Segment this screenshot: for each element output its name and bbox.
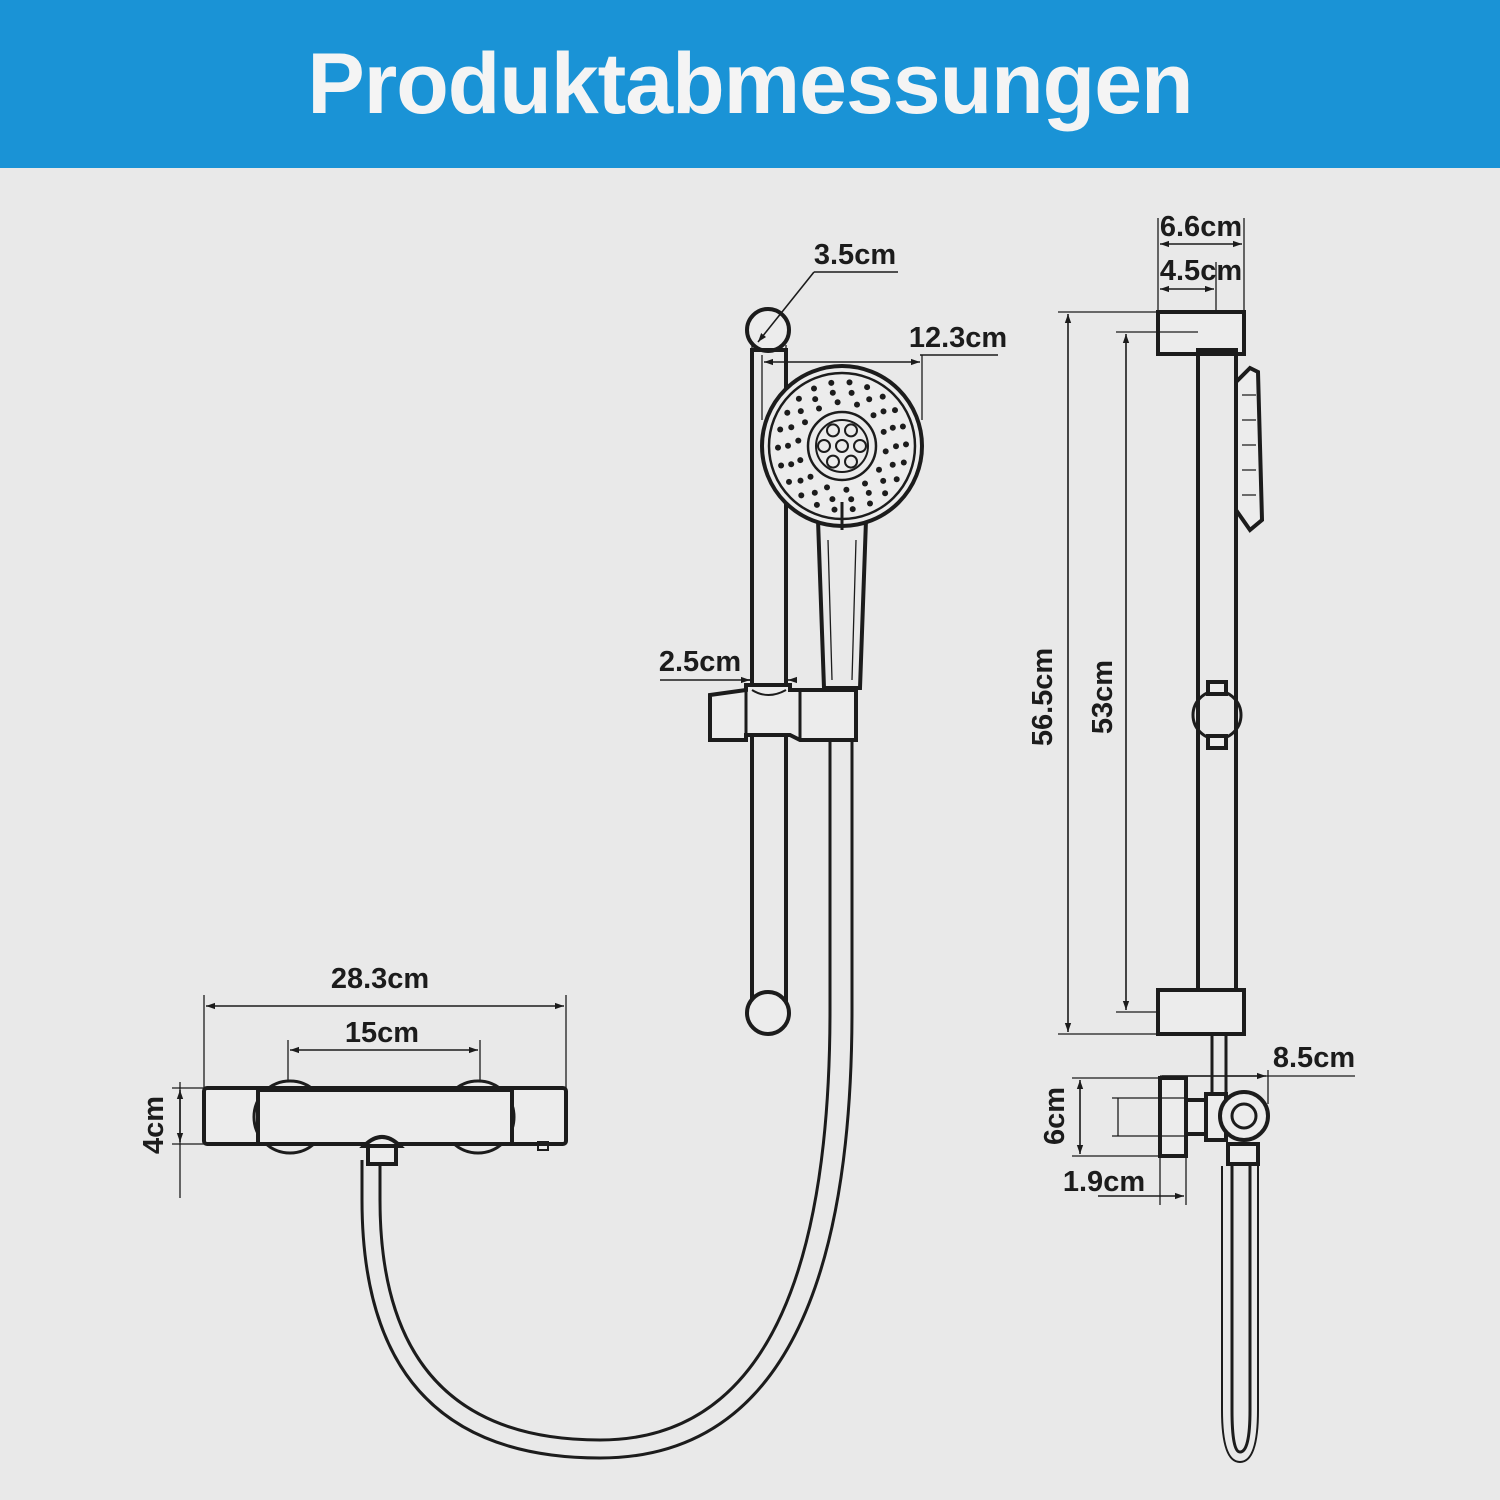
- nozzle-dot: [828, 379, 835, 386]
- page-title: Produktabmessungen: [307, 35, 1193, 132]
- nozzle-dot: [879, 393, 886, 400]
- shower-head: [760, 364, 924, 690]
- nozzle-dot: [795, 437, 802, 444]
- nozzle-dot: [775, 444, 781, 451]
- nozzle-dot: [811, 385, 817, 392]
- nozzle-dot: [807, 473, 814, 480]
- nozzle-dot: [892, 407, 898, 414]
- nozzle-dot: [862, 480, 868, 487]
- nozzle-dot: [882, 490, 889, 497]
- nozzle-dot: [849, 506, 856, 513]
- nozzle-dot: [811, 489, 818, 496]
- nozzle-dot: [889, 461, 896, 468]
- nozzle-dot: [848, 496, 855, 503]
- nozzle-dot: [788, 461, 795, 468]
- nozzle-dot: [903, 441, 909, 448]
- nozzle-dot: [802, 419, 808, 426]
- nozzle-dot: [843, 486, 850, 493]
- dim-elbow-depth: 8.5cm: [1273, 1042, 1355, 1074]
- shower-inner-nozzles: [817, 423, 867, 469]
- nozzle-dot: [831, 506, 838, 513]
- nozzle-dot: [882, 448, 889, 455]
- nozzle-dot: [778, 462, 785, 469]
- nozzle-dot: [848, 389, 855, 396]
- nozzle-dot: [816, 405, 822, 412]
- nozzle-dot: [812, 396, 819, 403]
- dim-thermostat-height: 4cm: [138, 1096, 170, 1154]
- nozzle-dot: [854, 401, 860, 408]
- inner-nozzle: [844, 454, 858, 469]
- nozzle-dot: [798, 492, 805, 499]
- nozzle-dot: [900, 459, 907, 466]
- nozzle-dot: [864, 384, 871, 391]
- nozzle-dot: [788, 424, 795, 431]
- nozzle-dot: [870, 412, 877, 419]
- nozzle-dot: [893, 443, 899, 450]
- dim-elbow-thread: 1.9cm: [1063, 1166, 1145, 1198]
- nozzle-dot: [797, 408, 804, 415]
- nozzle-dot: [867, 500, 873, 507]
- inner-nozzle: [826, 423, 840, 438]
- dim-rail-length: 53cm: [1087, 660, 1119, 734]
- nozzle-dot: [880, 477, 887, 484]
- nozzle-dot: [777, 426, 784, 433]
- nozzle-dot: [834, 399, 841, 406]
- nozzle-dot: [880, 408, 887, 415]
- nozzle-dot: [784, 409, 791, 416]
- title-banner: Produktabmessungen: [0, 0, 1500, 168]
- dim-bracket-outer: 6.6cm: [1160, 211, 1242, 243]
- nozzle-dot: [876, 466, 882, 473]
- dim-thermostat-length: 28.3cm: [331, 963, 429, 995]
- inner-nozzle: [844, 423, 858, 438]
- nozzle-dot: [797, 457, 804, 464]
- nozzle-dot: [889, 424, 896, 431]
- nozzle-dot: [795, 395, 802, 402]
- nozzle-dot: [797, 477, 804, 484]
- nozzle-dot: [829, 496, 836, 503]
- nozzle-dot: [786, 478, 792, 485]
- nozzle-dot: [866, 396, 873, 403]
- nozzle-dot: [899, 423, 906, 430]
- nozzle-dot: [824, 484, 830, 491]
- dim-total-height: 56.5cm: [1027, 648, 1059, 746]
- nozzle-dot: [846, 379, 853, 386]
- dim-rail-diameter: 3.5cm: [814, 239, 896, 271]
- inner-nozzle: [826, 454, 840, 469]
- nozzle-dot: [829, 389, 836, 396]
- slider-bracket: [708, 683, 858, 742]
- thermostat-body: [202, 1079, 568, 1166]
- inner-nozzle: [853, 439, 867, 453]
- nozzle-dot: [813, 501, 820, 508]
- shower-hose: [378, 740, 832, 1442]
- side-elbow: [1158, 1034, 1270, 1464]
- dim-slider-width: 2.5cm: [659, 646, 741, 678]
- nozzle-dot: [785, 442, 791, 449]
- inner-nozzle: [817, 439, 831, 453]
- nozzle-dot: [893, 476, 900, 483]
- side-rail: [1156, 310, 1265, 1036]
- nozzle-dot: [880, 428, 887, 435]
- dim-head-diameter: 12.3cm: [909, 322, 1007, 354]
- nozzle-dot: [865, 489, 872, 496]
- dim-elbow-height: 6cm: [1039, 1087, 1071, 1145]
- shower-nozzles: [775, 379, 909, 513]
- dim-bracket-inner: 4.5cm: [1160, 255, 1242, 287]
- dim-thermostat-centers: 15cm: [345, 1017, 419, 1049]
